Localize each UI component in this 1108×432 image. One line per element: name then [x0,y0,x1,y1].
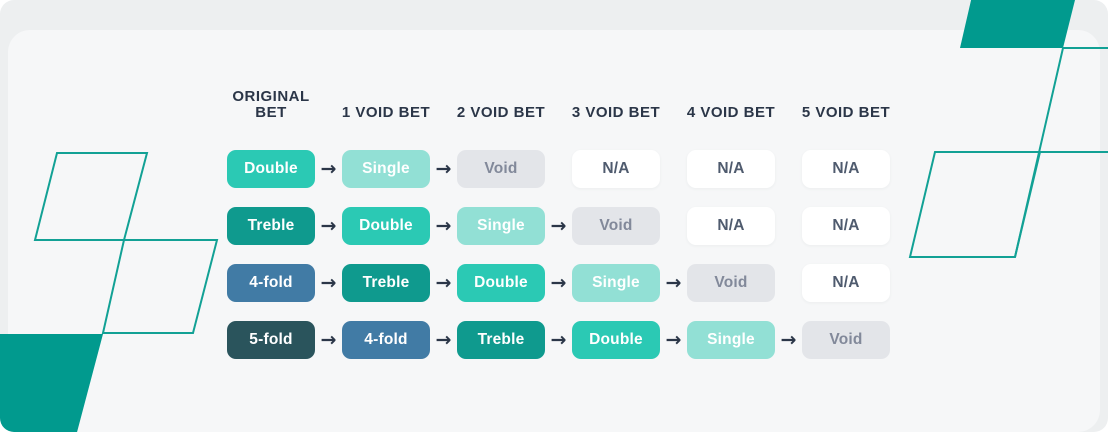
bet-chip-label: Void [714,274,748,291]
bet-chip-double: Double [572,321,660,359]
column-header-label: 5 VOID BET [801,103,891,121]
bet-chip-label: Single [477,217,525,234]
bet-chip-n-a: N/A [687,207,775,245]
bet-chip-label: Treble [477,331,525,348]
bet-chip-label: 4-fold [249,274,293,291]
bet-chip-label: Treble [247,217,295,234]
bet-chip-label: N/A [602,160,630,177]
arrow-right-icon: → [435,329,452,351]
column-header-label: 4 VOID BET [686,103,776,121]
bet-chip-4-fold: 4-fold [227,264,315,302]
bet-chip-label: Double [359,217,413,234]
table-cell-r3-c2: Treble → [457,321,566,359]
column-header-label: 2 VOID BET [456,103,546,121]
bet-chip-5-fold: 5-fold [227,321,315,359]
bet-chip-label: 5-fold [249,331,293,348]
bet-chip-label: Void [484,160,518,177]
bet-chip-double: Double [457,264,545,302]
arrow-right-icon: → [320,272,337,294]
table-cell-r2-c5: N/A [802,264,890,302]
arrow-right-icon: → [320,329,337,351]
table-cell-r3-c1: 4-fold → [342,321,451,359]
table-cell-r3-c3: Double → [572,321,681,359]
bet-chip-label: Void [599,217,633,234]
bet-chip-n-a: N/A [572,150,660,188]
arrow-right-icon: → [435,158,452,180]
table-cell-r1-c0: Treble → [227,207,336,245]
table-cell-r2-c1: Treble → [342,264,451,302]
bet-chip-label: Treble [362,274,410,291]
arrow-right-icon: → [665,272,682,294]
arrow-right-icon: → [435,272,452,294]
bet-chip-label: Double [589,331,643,348]
table-cell-r1-c4: N/A [687,207,775,245]
bet-chip-label: Void [829,331,863,348]
arrow-right-icon: → [550,272,567,294]
table-cell-r0-c5: N/A [802,150,890,188]
bet-chip-n-a: N/A [802,150,890,188]
column-header-label: 1 VOID BET [341,103,431,121]
column-header-0: ORIGINAL BET [227,83,315,131]
bet-chip-label: N/A [832,217,860,234]
bet-chip-double: Double [227,150,315,188]
bet-chip-label: 4-fold [364,331,408,348]
column-header-2: 2 VOID BET [457,83,545,131]
column-header-label: 3 VOID BET [571,103,661,121]
bet-chip-label: N/A [832,160,860,177]
bet-chip-label: N/A [717,217,745,234]
bet-chip-void: Void [802,321,890,359]
bet-chip-label: Double [244,160,298,177]
column-header-1: 1 VOID BET [342,83,430,131]
column-header-5: 5 VOID BET [802,83,890,131]
table-cell-r0-c3: N/A [572,150,660,188]
column-header-4: 4 VOID BET [687,83,775,131]
bet-chip-label: N/A [832,274,860,291]
table-cell-r2-c0: 4-fold → [227,264,336,302]
table-cell-r1-c1: Double → [342,207,451,245]
table-cell-r2-c3: Single → [572,264,681,302]
bet-chip-void: Void [687,264,775,302]
bet-chip-single: Single [457,207,545,245]
table-cell-r1-c2: Single → [457,207,566,245]
arrow-right-icon: → [780,329,797,351]
arrow-right-icon: → [550,215,567,237]
bet-chip-treble: Treble [457,321,545,359]
bet-chip-n-a: N/A [802,264,890,302]
arrow-right-icon: → [665,329,682,351]
arrow-right-icon: → [550,329,567,351]
bet-chip-4-fold: 4-fold [342,321,430,359]
bet-chip-label: N/A [717,160,745,177]
table-cell-r2-c2: Double → [457,264,566,302]
bet-chip-single: Single [687,321,775,359]
table-cell-r1-c5: N/A [802,207,890,245]
table-cell-r0-c4: N/A [687,150,775,188]
bet-chip-void: Void [572,207,660,245]
bet-chip-n-a: N/A [802,207,890,245]
bet-chip-treble: Treble [227,207,315,245]
table-cell-r3-c0: 5-fold → [227,321,336,359]
bet-chip-double: Double [342,207,430,245]
column-header-3: 3 VOID BET [572,83,660,131]
bet-chip-label: Single [362,160,410,177]
bet-chip-single: Single [342,150,430,188]
table-cell-r3-c5: Void [802,321,890,359]
bet-chip-single: Single [572,264,660,302]
arrow-right-icon: → [435,215,452,237]
table-cell-r2-c4: Void [687,264,775,302]
bet-chip-void: Void [457,150,545,188]
bet-chip-label: Double [474,274,528,291]
table-cell-r0-c2: Void [457,150,545,188]
table-cell-r3-c4: Single → [687,321,796,359]
table-cell-r1-c3: Void [572,207,660,245]
void-bet-table: ORIGINAL BET 1 VOID BET 2 VOID BET 3 VOID B… [227,83,890,359]
table-cell-r0-c1: Single → [342,150,451,188]
bet-chip-treble: Treble [342,264,430,302]
arrow-right-icon: → [320,158,337,180]
arrow-right-icon: → [320,215,337,237]
column-header-label: ORIGINAL BET [232,87,310,121]
table-cell-r0-c0: Double → [227,150,336,188]
bet-chip-n-a: N/A [687,150,775,188]
bet-chip-label: Single [707,331,755,348]
bet-chip-label: Single [592,274,640,291]
